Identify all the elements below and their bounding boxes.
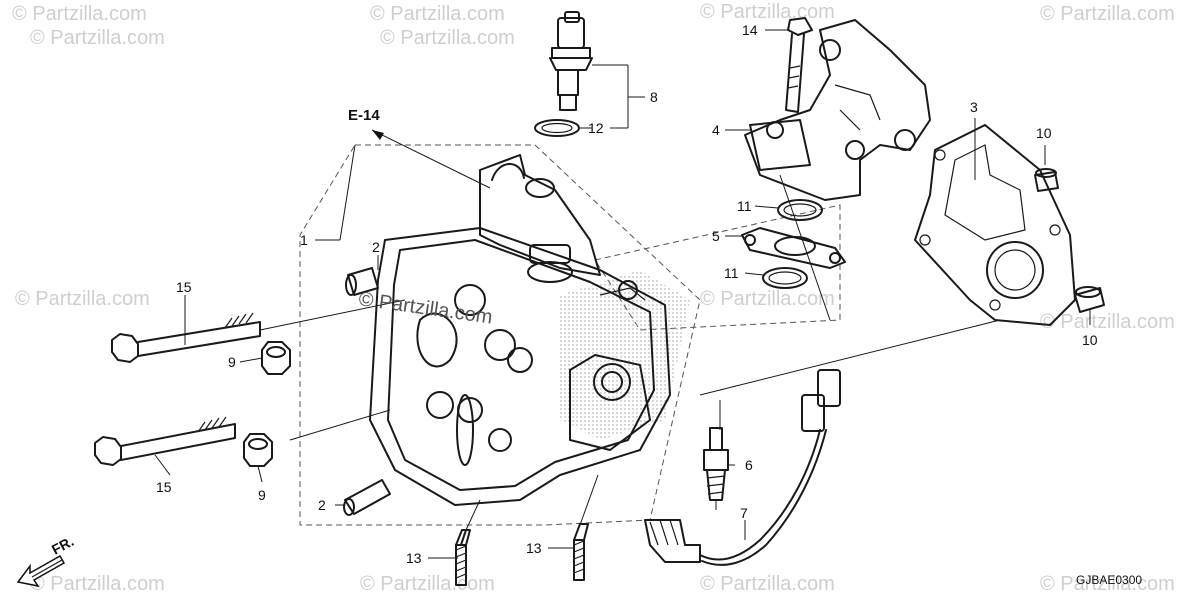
cylinder-head	[369, 154, 671, 506]
leader-lines	[154, 29, 1091, 559]
watermark: © Partzilla.com	[30, 573, 165, 595]
shaded-area	[560, 270, 690, 440]
watermark: © Partzilla.com	[370, 3, 505, 25]
watermark: © Partzilla.com	[1040, 573, 1175, 595]
reference-e14: E-14	[348, 107, 491, 189]
callout-1: 1	[300, 232, 308, 248]
callout-2: 2	[372, 239, 380, 255]
dowel-pin-2-upper	[345, 267, 379, 296]
front-label: FR.	[49, 533, 76, 558]
callout-4: 4	[712, 122, 720, 138]
gasket-3	[914, 124, 1076, 326]
o-ring-11-lower	[762, 267, 808, 289]
callout-10: 10	[1082, 332, 1098, 348]
callout-13: 13	[526, 540, 542, 556]
insulator-5	[741, 227, 846, 269]
dowel-10-upper	[1034, 168, 1059, 192]
watermark: © Partzilla.com	[700, 573, 835, 595]
dowel-pin-2-lower	[343, 479, 391, 516]
assembly-outline	[299, 144, 701, 526]
oxygen-sensor-7	[644, 369, 841, 566]
watermark: © Partzilla.com	[12, 3, 147, 25]
o-ring-11-upper	[777, 199, 823, 221]
stud-13-right	[573, 523, 589, 581]
callout-13: 13	[406, 550, 422, 566]
watermark: © Partzilla.com	[1040, 3, 1175, 25]
intake-manifold	[744, 19, 931, 201]
reference-label: E-14	[348, 107, 380, 124]
callout-15: 15	[176, 279, 192, 295]
callout-14: 14	[742, 22, 758, 38]
watermark: © Partzilla.com	[1040, 311, 1175, 333]
o-ring-12	[534, 119, 580, 137]
callout-12: 12	[588, 120, 604, 136]
callout-15: 15	[156, 479, 172, 495]
watermark: © Partzilla.com	[700, 288, 835, 310]
callout-3: 3	[970, 99, 978, 115]
callout-5: 5	[712, 228, 720, 244]
callout-9: 9	[228, 354, 236, 370]
callout-6: 6	[745, 457, 753, 473]
callouts: 1 2 2 3 4 5 6 7 8 9 9 10 10 11 11 12 13 …	[156, 22, 1098, 566]
watermark: © Partzilla.com	[380, 27, 515, 49]
diagram-code: GJBAE0300	[1076, 573, 1142, 587]
callout-2: 2	[318, 497, 326, 513]
bolt-14	[785, 17, 813, 113]
watermark: © Partzilla.com	[15, 288, 150, 310]
nut-9-lower	[243, 433, 273, 467]
callout-7: 7	[740, 505, 748, 521]
nut-9-upper	[261, 341, 291, 375]
dowel-10-lower	[1074, 286, 1105, 313]
center-watermark: © Partzilla.com	[357, 288, 494, 329]
watermark: © Partzilla.com	[360, 573, 495, 595]
callout-9: 9	[258, 487, 266, 503]
callout-11: 11	[724, 265, 739, 281]
bolt-15-upper	[111, 312, 261, 363]
callout-8: 8	[650, 89, 658, 105]
spark-plug-6	[703, 427, 729, 510]
watermarks: © Partzilla.com © Partzilla.com © Partzi…	[12, 1, 1175, 595]
bolt-15-lower	[94, 416, 236, 466]
callout-10: 10	[1036, 125, 1052, 141]
watermark: © Partzilla.com	[30, 27, 165, 49]
callout-11: 11	[737, 198, 752, 214]
stud-13-left	[455, 529, 471, 586]
watermark: © Partzilla.com	[700, 1, 835, 23]
sensor-8	[549, 11, 593, 111]
